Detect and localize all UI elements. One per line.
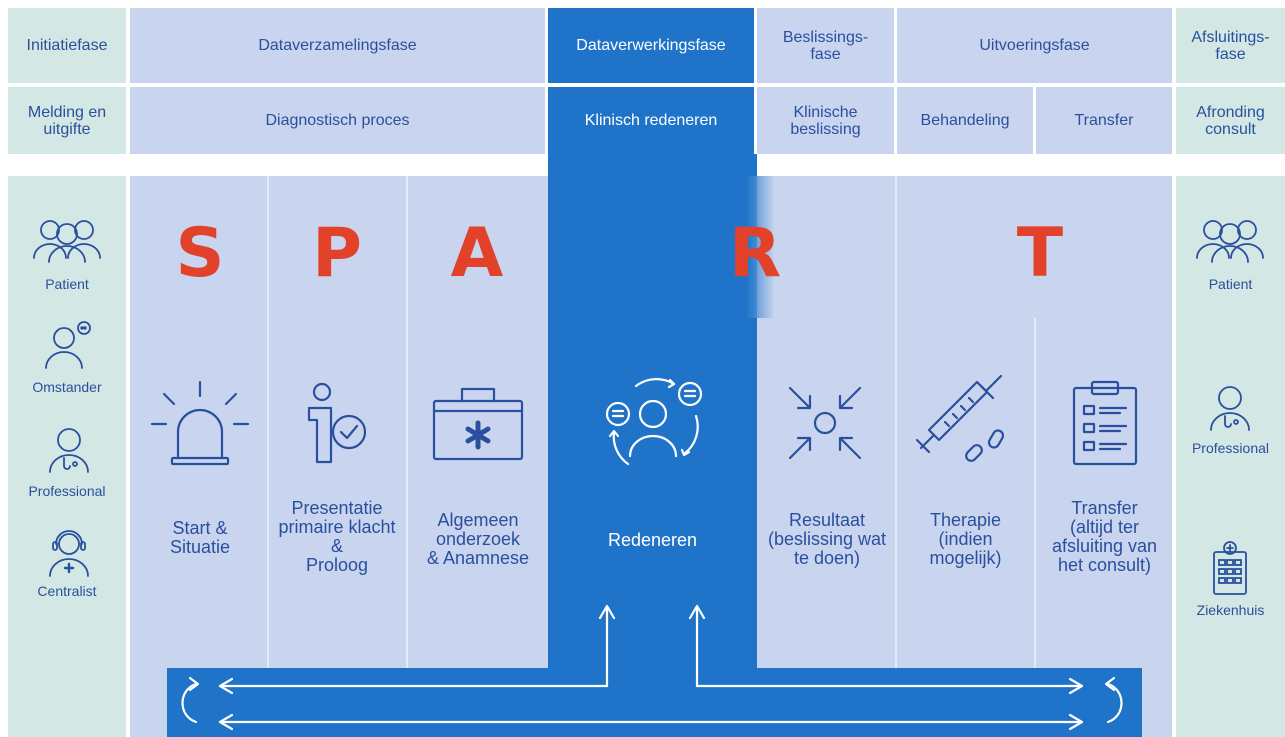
person-check-icon	[307, 382, 367, 464]
subphase-melding: Melding en uitgifte	[8, 87, 126, 154]
converge-arrows-icon	[788, 386, 862, 460]
phase-dataverwerkingsfase: Dataverwerkingsfase	[548, 8, 754, 83]
actor-left-omstander: Omstander	[32, 379, 102, 395]
letter-p: P	[312, 214, 362, 293]
r-fade-strip	[727, 176, 775, 318]
letter-t: T	[1016, 214, 1064, 293]
syringe-pills-icon	[915, 374, 1005, 462]
siren-icon	[150, 380, 250, 466]
reasoning-cycle-icon	[605, 378, 703, 466]
letter-r: R	[728, 214, 782, 293]
feedback-flow-bar	[167, 668, 1142, 737]
data-collection-panel	[130, 176, 548, 737]
group-icon	[33, 220, 101, 263]
professional-icon	[1210, 386, 1250, 431]
actors-right-panel	[1176, 176, 1285, 737]
column-divider	[267, 176, 269, 668]
subphase-transfer: Transfer	[1036, 87, 1172, 154]
actor-left-patient: Patient	[45, 276, 89, 292]
phase-afsluitingsfase: Afsluitings- fase	[1176, 8, 1285, 83]
actor-right-ziekenhuis: Ziekenhuis	[1196, 602, 1265, 618]
letter-s: S	[175, 214, 225, 293]
step-label-resultaat: Resultaat (beslissing wat te doen)	[767, 510, 887, 568]
professional-icon	[49, 428, 89, 473]
subphase-behandeling: Behandeling	[897, 87, 1033, 154]
medical-kit-icon	[432, 387, 524, 461]
group-icon	[1196, 220, 1264, 263]
column-divider	[895, 176, 897, 668]
bystander-icon	[45, 321, 91, 369]
step-label-algemeen: Algemeen onderzoek & Anamnese	[426, 510, 530, 568]
actors-left-panel	[8, 176, 126, 737]
hospital-icon	[1213, 541, 1247, 595]
step-label-transfer: Transfer (altijd ter afsluiting van het …	[1051, 498, 1158, 575]
phase-initiatiefase: Initiatiefase	[8, 8, 126, 83]
subphase-klinisch-redeneren: Klinisch redeneren	[548, 87, 754, 154]
actor-left-professional: Professional	[28, 483, 106, 499]
column-divider	[1034, 318, 1036, 668]
subphase-afronding: Afronding consult	[1176, 87, 1285, 154]
step-label-start: Start & Situatie	[169, 518, 231, 557]
step-label-redeneren: Redeneren	[607, 530, 698, 550]
subphase-klinische-beslissing: Klinische beslissing	[757, 87, 894, 154]
phase-dataverzamelingsfase: Dataverzamelingsfase	[130, 8, 545, 83]
step-label-therapie: Therapie (indien mogelijk)	[929, 510, 1002, 568]
decision-execution-panel	[757, 176, 1172, 737]
actor-right-professional: Professional	[1191, 440, 1270, 456]
step-label-presentatie: Presentatie primaire klacht & Proloog	[278, 498, 396, 575]
actor-left-centralist: Centralist	[37, 583, 97, 599]
clipboard-checklist-icon	[1072, 380, 1138, 466]
column-divider	[406, 176, 408, 668]
actor-right-patient: Patient	[1208, 276, 1253, 292]
phase-beslissingsfase: Beslissings- fase	[757, 8, 894, 83]
reasoning-column	[548, 154, 757, 737]
subphase-diagnostisch-proces: Diagnostisch proces	[130, 87, 545, 154]
phase-uitvoeringsfase: Uitvoeringsfase	[897, 8, 1172, 83]
headset-icon	[49, 530, 89, 577]
letter-a: A	[450, 214, 504, 293]
